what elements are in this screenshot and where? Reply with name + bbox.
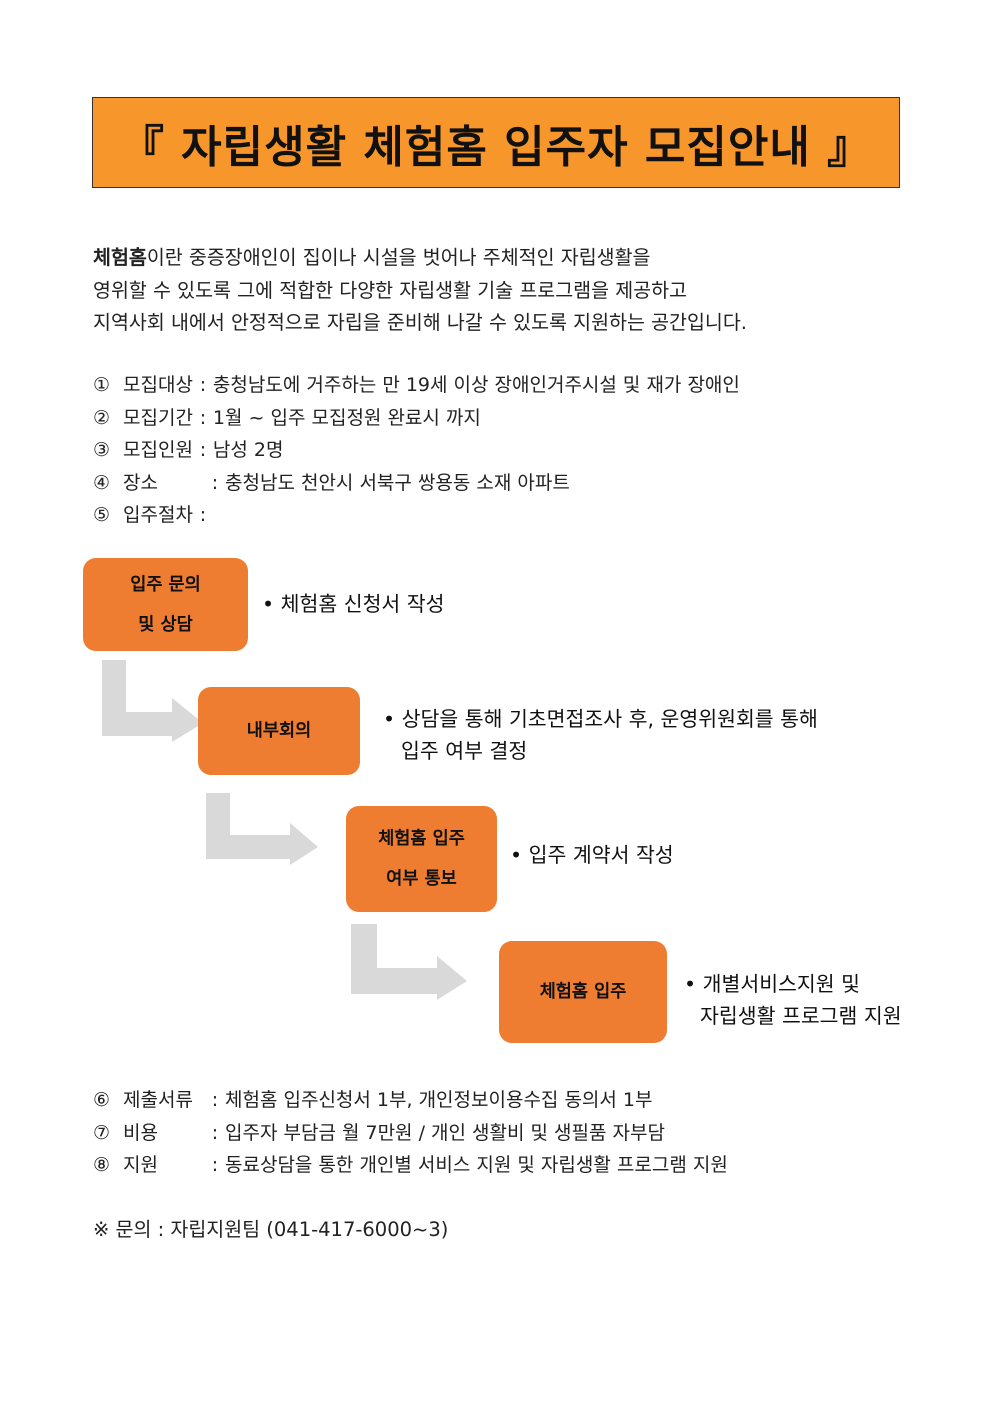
intro-line-1: 체험홈이란 중증장애인이 집이나 시설을 벗어나 주체적인 자립생활을 bbox=[93, 242, 903, 275]
item-number: ⑦ bbox=[93, 1121, 111, 1144]
arrow-3-icon bbox=[351, 924, 467, 1000]
page-title: 『 자립생활 체험홈 입주자 모집안내 』 bbox=[92, 97, 900, 188]
step-desc-line: 입주 여부 결정 bbox=[401, 739, 528, 763]
step-desc-line: • 상담을 통해 기초면접조사 후, 운영위원회를 통해 bbox=[383, 707, 818, 731]
item-number: ④ bbox=[93, 471, 111, 494]
other-info-list: ⑥ 제출서류: 체험홈 입주신청서 1부, 개인정보이용수집 동의서 1부 ⑦ 비용:… bbox=[93, 1084, 913, 1182]
item-colon: : bbox=[211, 1121, 219, 1144]
recruitment-item: ④ 장소: 충청남도 천안시 서북구 쌍용동 소재 아파트 bbox=[93, 467, 913, 500]
item-value: 1월 ~ 입주 모집정원 완료시 까지 bbox=[212, 406, 481, 429]
item-label: 모집기간 bbox=[123, 406, 193, 429]
item-colon: : bbox=[199, 374, 207, 396]
step-notify-box: 체험홈 입주 여부 통보 bbox=[346, 806, 497, 912]
item-label: 장소 bbox=[123, 471, 158, 494]
item-value: 동료상담을 통한 개인별 서비스 지원 및 자립생활 프로그램 지원 bbox=[225, 1154, 728, 1176]
step-label: 체험홈 입주 bbox=[539, 982, 627, 1002]
step-label: 체험홈 입주 bbox=[378, 829, 465, 849]
intro-line-1-text: 이란 중증장애인이 집이나 시설을 벗어나 주체적인 자립생활을 bbox=[146, 246, 651, 269]
item-colon: : bbox=[211, 1089, 219, 1111]
item-value: 충청남도 천안시 서북구 쌍용동 소재 아파트 bbox=[225, 471, 570, 494]
step-desc-line: • 입주 계약서 작성 bbox=[510, 843, 674, 867]
intro-paragraph: 체험홈이란 중증장애인이 집이나 시설을 벗어나 주체적인 자립생활을 영위할 … bbox=[93, 242, 903, 340]
recruitment-item: ② 모집기간:1월 ~ 입주 모집정원 완료시 까지 bbox=[93, 402, 913, 435]
intro-term: 체험홈 bbox=[93, 246, 147, 269]
recruitment-item: ③ 모집인원:남성 2명 bbox=[93, 434, 913, 467]
item-label: 비용 bbox=[123, 1121, 158, 1144]
step-desc-line: • 체험홈 신청서 작성 bbox=[262, 592, 445, 616]
item-label: 모집인원 bbox=[123, 439, 193, 461]
item-value: 충청남도에 거주하는 만 19세 이상 장애인거주시설 및 재가 장애인 bbox=[212, 374, 740, 396]
step-inquiry-box: 입주 문의 및 상담 bbox=[83, 558, 248, 651]
step-movein-box: 체험홈 입주 bbox=[499, 941, 667, 1043]
intro-line-2: 영위할 수 있도록 그에 적합한 다양한 자립생활 기술 프로그램을 제공하고 bbox=[93, 278, 687, 302]
item-number: ③ bbox=[93, 439, 111, 461]
item-number: ① bbox=[93, 374, 111, 396]
item-colon: : bbox=[199, 406, 207, 429]
step-label: 및 상담 bbox=[138, 614, 193, 635]
item-colon: : bbox=[211, 1154, 219, 1176]
step-meeting-desc: • 상담을 통해 기초면접조사 후, 운영위원회를 통해 입주 여부 결정 bbox=[383, 703, 818, 767]
recruitment-item: ⑤ 입주절차: bbox=[93, 499, 913, 532]
step-notify-desc: • 입주 계약서 작성 bbox=[510, 839, 674, 871]
item-label: 입주절차 bbox=[123, 504, 193, 526]
step-inquiry-desc: • 체험홈 신청서 작성 bbox=[262, 588, 445, 620]
item-number: ⑧ bbox=[93, 1154, 111, 1176]
step-meeting-box: 내부회의 bbox=[198, 687, 360, 775]
item-colon: : bbox=[211, 471, 219, 494]
step-label: 입주 문의 bbox=[130, 574, 201, 595]
step-desc-line: 자립생활 프로그램 지원 bbox=[700, 1004, 902, 1028]
arrow-1-icon bbox=[102, 660, 203, 742]
item-colon: : bbox=[199, 439, 207, 461]
item-value: 남성 2명 bbox=[212, 439, 284, 461]
info-item: ⑧ 지원: 동료상담을 통한 개인별 서비스 지원 및 자립생활 프로그램 지원 bbox=[93, 1149, 913, 1182]
intro-line-3: 지역사회 내에서 안정적으로 자립을 준비해 나갈 수 있도록 지원하는 공간입… bbox=[93, 311, 748, 334]
arrow-2-icon bbox=[206, 793, 318, 865]
item-number: ⑤ bbox=[93, 504, 111, 526]
recruitment-item: ① 모집대상:충청남도에 거주하는 만 19세 이상 장애인거주시설 및 재가 장… bbox=[93, 369, 913, 402]
step-desc-line: • 개별서비스지원 및 bbox=[684, 972, 861, 996]
item-colon: : bbox=[199, 504, 207, 526]
contact-info: ※ 문의 : 자립지원팀 (041-417-6000~3) bbox=[93, 1218, 449, 1241]
step-movein-desc: • 개별서비스지원 및 자립생활 프로그램 지원 bbox=[684, 968, 902, 1032]
info-item: ⑦ 비용: 입주자 부담금 월 7만원 / 개인 생활비 및 생필품 자부담 bbox=[93, 1117, 913, 1150]
info-item: ⑥ 제출서류: 체험홈 입주신청서 1부, 개인정보이용수집 동의서 1부 bbox=[93, 1084, 913, 1117]
item-number: ⑥ bbox=[93, 1089, 111, 1111]
item-label: 모집대상 bbox=[123, 374, 193, 396]
item-label: 제출서류 bbox=[123, 1089, 193, 1111]
item-value: 체험홈 입주신청서 1부, 개인정보이용수집 동의서 1부 bbox=[225, 1089, 653, 1111]
step-label: 여부 통보 bbox=[386, 869, 457, 889]
item-label: 지원 bbox=[123, 1154, 158, 1176]
item-number: ② bbox=[93, 406, 111, 429]
step-label: 내부회의 bbox=[246, 721, 312, 741]
item-value: 입주자 부담금 월 7만원 / 개인 생활비 및 생필품 자부담 bbox=[225, 1121, 665, 1144]
